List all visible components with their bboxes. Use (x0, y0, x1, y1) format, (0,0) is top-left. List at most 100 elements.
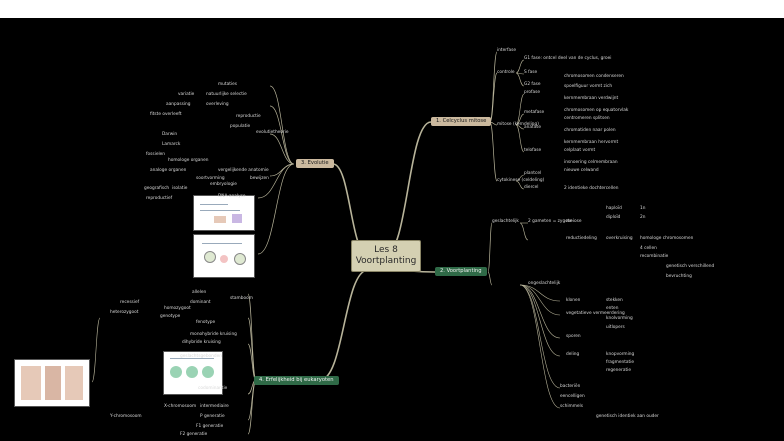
celcyclus-node[interactable]: cytokinese (celdeling) (497, 178, 545, 183)
evolutie-node[interactable]: fossielen (146, 152, 166, 157)
voortplanting-node[interactable]: vegetatieve vermeerdering (566, 311, 625, 316)
erfelijkheid-node[interactable]: homozygoot (164, 306, 191, 311)
erfelijkheid-node[interactable]: geslachtsgebonden (180, 354, 222, 359)
branch-voortplanting[interactable]: 2. Voortplanting (435, 267, 487, 276)
erfelijkheid-node[interactable]: F2 generatie (180, 432, 208, 437)
celcyclus-node[interactable]: G2 fase (524, 82, 541, 87)
voortplanting-node[interactable]: reductiedeling (566, 236, 597, 241)
voortplanting-node[interactable]: overkruising (606, 236, 633, 241)
erfelijkheid-node[interactable]: dihybride kruising (182, 340, 221, 345)
erfelijkheid-node[interactable]: P generatie (200, 414, 225, 419)
evolutie-node[interactable]: reproductief (146, 196, 173, 201)
celcyclus-node[interactable]: chromosomen condenseren (564, 74, 624, 79)
celcyclus-node[interactable]: mitose (kerndeling) (497, 122, 539, 127)
erfelijkheid-node[interactable]: intermediaire (200, 404, 229, 409)
voortplanting-node[interactable]: regeneratie (606, 368, 631, 373)
celcyclus-node[interactable]: G1 fase: ontcel deel van de cyclus, groe… (524, 56, 612, 61)
voortplanting-node[interactable]: 4 cellen (640, 246, 657, 251)
voortplanting-node[interactable]: deling (566, 352, 580, 357)
voortplanting-node[interactable]: geslachtelijk (492, 219, 519, 224)
celcyclus-node[interactable]: interfase (497, 48, 517, 53)
evolutie-node[interactable]: mutaties (218, 82, 237, 87)
voortplanting-node[interactable]: stekken (606, 298, 623, 303)
celcyclus-node[interactable]: celplaat vormt (564, 148, 596, 153)
evolutie-node[interactable]: overleving (206, 102, 229, 107)
voortplanting-node[interactable]: fragmentatie (606, 360, 635, 365)
celcyclus-node[interactable]: anafase (524, 125, 542, 130)
diagram-thumbnail-3[interactable] (163, 351, 223, 395)
voortplanting-node[interactable]: knopvorming (606, 352, 635, 357)
evolutie-node[interactable]: analoge organen (150, 168, 187, 173)
diagram-thumbnail-2[interactable] (193, 234, 255, 278)
celcyclus-node[interactable]: S fase (524, 70, 538, 75)
evolutie-node[interactable]: populatie (230, 124, 251, 129)
celcyclus-node[interactable]: spoelfiguur vormt zich (564, 84, 613, 89)
erfelijkheid-node[interactable]: stamboom (230, 296, 253, 301)
erfelijkheid-node[interactable]: heterozygoot (110, 310, 139, 315)
evolutie-node[interactable]: fitste overleeft (150, 112, 182, 117)
diagram-thumbnail-1[interactable] (193, 195, 255, 231)
voortplanting-node[interactable]: haploïd (606, 206, 622, 211)
evolutie-node[interactable]: bewijzen (250, 176, 269, 181)
evolutie-node[interactable]: geografisch (144, 186, 170, 191)
voortplanting-node[interactable]: meiose (566, 219, 582, 224)
evolutie-node[interactable]: natuurlijke selectie (206, 92, 247, 97)
voortplanting-node[interactable]: ongeslachtelijk (528, 281, 561, 286)
celcyclus-node[interactable]: diercel (524, 185, 539, 190)
voortplanting-node[interactable]: recombinatie (640, 254, 669, 259)
erfelijkheid-node[interactable]: allelen (192, 290, 207, 295)
evolutie-node[interactable]: reproductie (236, 114, 261, 119)
evolutie-node[interactable]: soortvorming (196, 176, 225, 181)
erfelijkheid-node[interactable]: codominantie (198, 386, 228, 391)
voortplanting-node[interactable]: 1n (640, 206, 646, 211)
celcyclus-node[interactable]: kernmembraan verdwijnt (564, 96, 619, 101)
voortplanting-node[interactable]: enten (606, 306, 619, 311)
celcyclus-node[interactable]: telofase (524, 148, 542, 153)
voortplanting-node[interactable]: klonen (566, 298, 581, 303)
evolutie-node[interactable]: variatie (178, 92, 195, 97)
erfelijkheid-node[interactable]: X-chromosoom (164, 404, 197, 409)
celcyclus-node[interactable]: 2 identieke dochtercellen (564, 186, 619, 191)
celcyclus-node[interactable]: kernmembraan hervormt (564, 140, 619, 145)
celcyclus-node[interactable]: chromatiden naar polen (564, 128, 616, 133)
voortplanting-node[interactable]: bacteriën (560, 384, 581, 389)
evolutie-node[interactable]: aanpassing (166, 102, 191, 107)
voortplanting-node[interactable]: schimmels (560, 404, 583, 409)
diagram-thumbnail-4[interactable] (14, 359, 90, 407)
central-topic[interactable]: Les 8 Voortplanting (351, 240, 421, 272)
evolutie-node[interactable]: Darwin (162, 132, 178, 137)
celcyclus-node[interactable]: insnoering celmembraan (564, 160, 618, 165)
voortplanting-node[interactable]: knolvorming (606, 316, 633, 321)
branch-celcyclus[interactable]: 1. Celcyclus mitose (431, 117, 492, 126)
voortplanting-node[interactable]: bevruchting (666, 274, 692, 279)
evolutie-node[interactable]: isolatie (172, 186, 188, 191)
erfelijkheid-node[interactable]: monohybride kruising (190, 332, 237, 337)
celcyclus-node[interactable]: controle (497, 70, 515, 75)
evolutie-node[interactable]: DNA-analyse (218, 194, 246, 199)
voortplanting-node[interactable]: homologe chromosomen (640, 236, 694, 241)
voortplanting-node[interactable]: sporen (566, 334, 581, 339)
voortplanting-node[interactable]: 2n (640, 215, 646, 220)
evolutie-node[interactable]: Lamarck (162, 142, 181, 147)
voortplanting-node[interactable]: genetisch verschillend (666, 264, 715, 269)
evolutie-node[interactable]: vergelijkende anatomie (218, 168, 269, 173)
branch-evolutie[interactable]: 3. Evolutie (296, 159, 334, 168)
evolutie-node[interactable]: homologe organen (168, 158, 209, 163)
celcyclus-node[interactable]: centromeren splitsen (564, 116, 610, 121)
erfelijkheid-node[interactable]: Y-chromosoom (110, 414, 142, 419)
evolutie-node[interactable]: embryologie (210, 182, 237, 187)
erfelijkheid-node[interactable]: F1 generatie (196, 424, 224, 429)
celcyclus-node[interactable]: nieuwe celwand (564, 168, 599, 173)
erfelijkheid-node[interactable]: genotype (160, 314, 181, 319)
voortplanting-node[interactable]: eencelligen (560, 394, 585, 399)
voortplanting-node[interactable]: 2 gameten = zygote (528, 219, 573, 224)
voortplanting-node[interactable]: uitlopers (606, 325, 625, 330)
mindmap-canvas[interactable]: Les 8 Voortplanting 1. Celcyclus mitose … (0, 18, 784, 441)
celcyclus-node[interactable]: profase (524, 90, 541, 95)
evolutie-node[interactable]: evolutietheorie (256, 130, 289, 135)
celcyclus-node[interactable]: metafase (524, 110, 545, 115)
voortplanting-node[interactable]: diploïd (606, 215, 621, 220)
erfelijkheid-node[interactable]: dominant (190, 300, 211, 305)
celcyclus-node[interactable]: plantcel (524, 171, 542, 176)
branch-erfelijkheid[interactable]: 4. Erfelijkheid bij eukaryoten (254, 376, 339, 385)
